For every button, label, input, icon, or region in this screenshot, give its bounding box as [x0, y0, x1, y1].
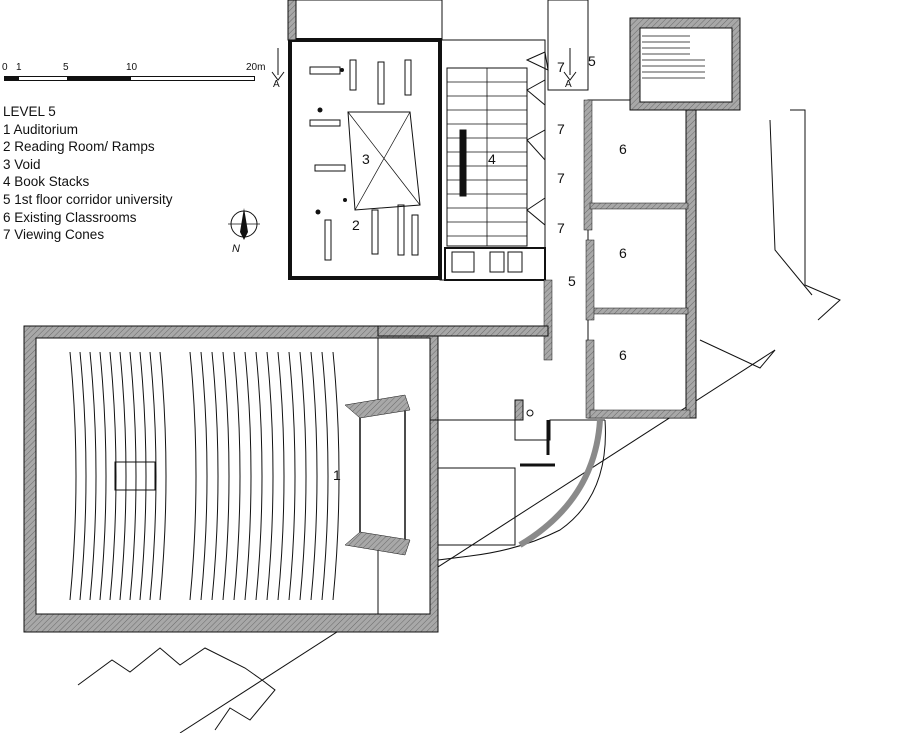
room-label-corridor-mid: 5	[568, 273, 576, 289]
north-label: N	[232, 243, 240, 255]
auditorium	[23, 325, 439, 633]
room-label-corridor-top: 5	[588, 53, 596, 69]
legend-title: LEVEL 5	[3, 104, 56, 119]
seat-row	[211, 351, 219, 601]
seating-rows	[69, 351, 340, 601]
seat-row	[149, 351, 157, 601]
room-label-cone-b: 7	[557, 121, 565, 137]
legend-item: 7 Viewing Cones	[3, 227, 105, 243]
classroom-wing	[543, 17, 741, 419]
scale-tick-20: 20m	[246, 62, 266, 73]
seat-row	[299, 351, 307, 601]
legend: LEVEL 5 1 Auditorium 2 Reading Room/ Ram…	[3, 103, 173, 244]
book-stacks	[439, 39, 546, 281]
legend-item: 3 Void	[3, 156, 41, 172]
seat-row	[255, 351, 263, 601]
seat-row	[310, 351, 318, 601]
seat-row	[109, 351, 117, 601]
seat-row	[159, 351, 167, 601]
seat-row	[233, 351, 241, 601]
legend-item: 4 Book Stacks	[3, 174, 90, 190]
section-mark-right	[563, 48, 577, 81]
room-label-void: 3	[362, 151, 370, 167]
central-rooms	[377, 325, 606, 561]
room-label-classroom-c: 6	[619, 347, 627, 363]
seat-row	[277, 351, 285, 601]
scale-tick-0: 0	[2, 62, 8, 73]
seat-row	[200, 351, 208, 601]
room-label-cone-d: 7	[557, 220, 565, 236]
seat-row	[69, 351, 77, 601]
scale-segment	[68, 76, 130, 81]
room-label-cone-a: 7	[557, 59, 565, 75]
seat-row	[79, 351, 87, 601]
seat-row	[222, 351, 230, 601]
legend-item: 1 Auditorium	[3, 121, 79, 137]
seat-row	[321, 351, 329, 601]
legend-item: 2 Reading Room/ Ramps	[3, 139, 155, 155]
section-label-left: A	[273, 79, 280, 90]
reading-room-block	[287, 0, 443, 280]
north-arrow	[228, 208, 260, 240]
seat-row	[99, 351, 107, 601]
scale-segment	[130, 76, 255, 81]
seat-row	[89, 351, 97, 601]
scale-tick-10: 10	[126, 62, 138, 73]
viewing-cones	[525, 0, 589, 227]
section-label-right: A	[565, 79, 572, 90]
room-label-classroom-b: 6	[619, 245, 627, 261]
room-label-classroom-a: 6	[619, 141, 627, 157]
scale-segment	[18, 76, 68, 81]
scale-tick-5: 5	[63, 62, 69, 73]
seat-row	[139, 351, 147, 601]
room-label-book-stacks: 4	[488, 151, 496, 167]
room-label-cone-c: 7	[557, 170, 565, 186]
seat-row	[266, 351, 274, 601]
section-mark-left	[271, 48, 285, 81]
scale-segment	[4, 76, 18, 81]
seat-row	[129, 351, 137, 601]
seat-row	[244, 351, 252, 601]
legend-item: 6 Existing Classrooms	[3, 209, 137, 225]
seat-row	[189, 351, 197, 601]
room-label-reading-room: 2	[352, 217, 360, 233]
seat-row	[119, 351, 127, 601]
legend-item: 5 1st floor corridor university	[3, 191, 173, 207]
seat-row	[332, 351, 340, 601]
room-label-auditorium: 1	[333, 467, 341, 483]
seat-row	[288, 351, 296, 601]
scale-tick-1: 1	[16, 62, 22, 73]
scale-bar: 0 1 5 10 20m	[2, 62, 270, 90]
